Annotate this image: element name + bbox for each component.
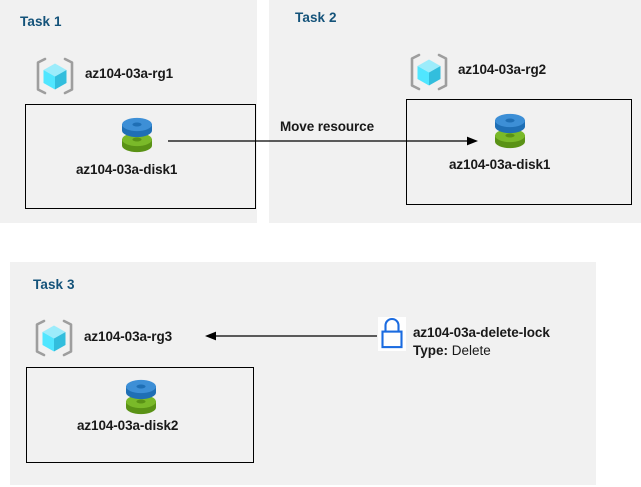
- disk-icon: [117, 374, 165, 420]
- task-title-task1: Task 1: [20, 14, 62, 29]
- connector-label-move-resource: Move resource: [280, 119, 374, 134]
- task-panel-task2: [269, 0, 641, 223]
- resource-group-label-rg1: az104-03a-rg1: [85, 66, 174, 81]
- resource-group-boundary-task3: [26, 367, 254, 463]
- task-title-task2: Task 2: [295, 10, 337, 25]
- disk-icon: [486, 108, 534, 154]
- lock-type-key: Type:: [413, 343, 449, 358]
- resource-group-icon: [408, 52, 450, 92]
- resource-label-disk1-moved: az104-03a-disk1: [449, 157, 551, 172]
- resource-group-icon: [34, 56, 76, 96]
- task-title-task3: Task 3: [33, 277, 75, 292]
- resource-label-disk1: az104-03a-disk1: [76, 162, 178, 177]
- lock-name-label: az104-03a-delete-lock: [413, 325, 550, 340]
- lock-type-label: Type: Delete: [413, 343, 491, 358]
- task-panel-task3: [10, 262, 596, 485]
- resource-label-disk2: az104-03a-disk2: [77, 418, 179, 433]
- connector-move-resource: [168, 130, 478, 152]
- resource-group-icon: [33, 318, 75, 358]
- disk-icon: [113, 112, 161, 158]
- connector-lock-applies-to: [205, 326, 377, 346]
- resource-group-label-rg2: az104-03a-rg2: [458, 62, 547, 77]
- resource-group-boundary-task1: [25, 104, 256, 209]
- lock-icon: [378, 317, 406, 351]
- resource-group-label-rg3: az104-03a-rg3: [84, 329, 173, 344]
- task-panel-task1: [0, 0, 257, 223]
- resource-group-boundary-task2: [406, 99, 632, 205]
- lock-type-value: Delete: [448, 343, 491, 358]
